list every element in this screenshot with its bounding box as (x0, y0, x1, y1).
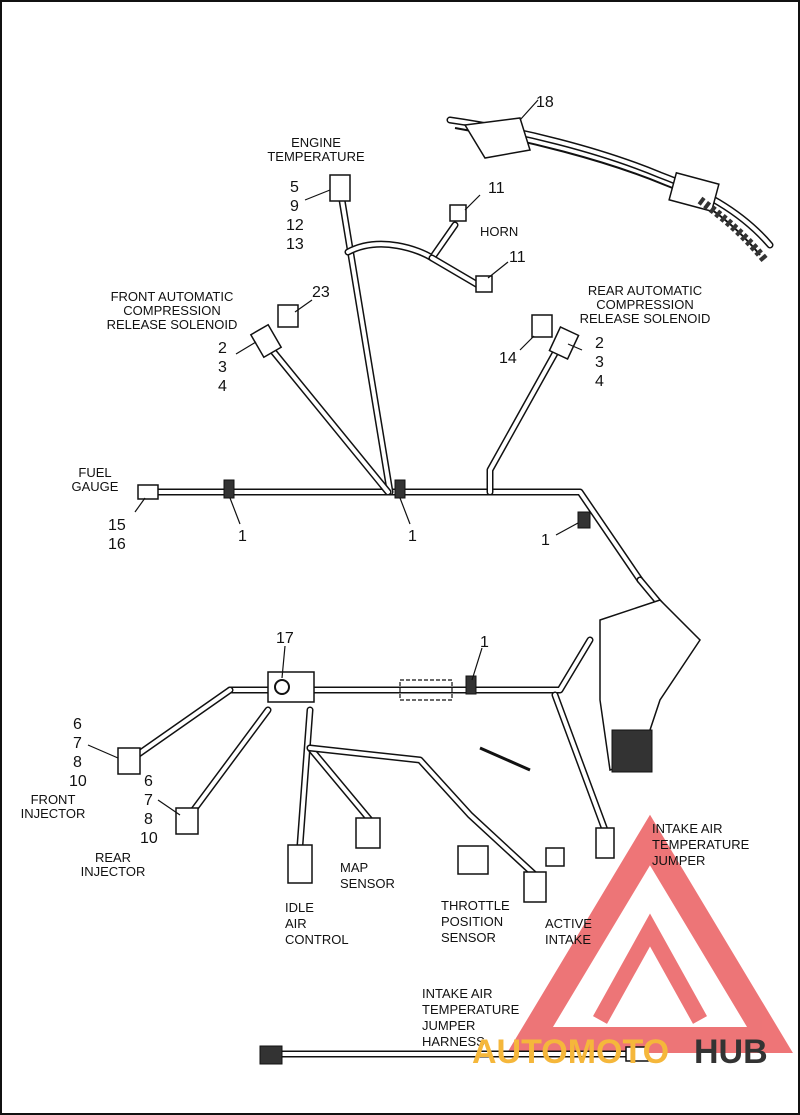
callout-17: 17 (276, 630, 294, 647)
callout-11-lower: 11 (509, 249, 526, 266)
label-line: IDLE (285, 900, 314, 915)
callout-number: 15 (108, 517, 126, 534)
intake-jumper-harness-label: INTAKE AIR TEMPERATURE JUMPER HARNESS (422, 986, 520, 1049)
callout-number: 16 (108, 536, 126, 553)
callout-number: 3 (595, 354, 604, 371)
fuel-gauge-label: FUEL GAUGE (72, 465, 119, 494)
callout-number: 5 (290, 179, 299, 196)
label-line: AIR (285, 916, 307, 931)
callout-clip-1b: 1 (408, 528, 417, 545)
callout-number: 2 (218, 340, 227, 357)
callout-number: 13 (286, 236, 304, 253)
label-line: TEMPERATURE (652, 837, 750, 852)
map-sensor-label: MAP SENSOR (340, 860, 395, 891)
leader-lines (87, 99, 583, 816)
label-line: FRONT (31, 792, 76, 807)
label-line: REAR (95, 850, 131, 865)
callout-number: 8 (144, 811, 153, 828)
label-line: FUEL (78, 465, 111, 480)
callout-number: 6 (73, 716, 82, 733)
callout-number: 12 (286, 217, 304, 234)
label-line: SENSOR (340, 876, 395, 891)
label-line: POSITION (441, 914, 503, 929)
callout-number: 7 (144, 792, 153, 809)
callout-clip-1d: 1 (480, 634, 489, 651)
label-line: SENSOR (441, 930, 496, 945)
label-line: RELEASE SOLENOID (107, 317, 238, 332)
horn-label: HORN (480, 224, 518, 239)
intake-jumper-label: INTAKE AIR TEMPERATURE JUMPER (652, 821, 750, 868)
rear-acr-label: REAR AUTOMATIC COMPRESSION RELEASE SOLEN… (580, 283, 711, 326)
rear-acr-callouts: 2 3 4 (595, 335, 604, 390)
callout-number: 10 (140, 830, 158, 847)
label-line: TEMPERATURE (422, 1002, 520, 1017)
callout-number: 9 (290, 198, 299, 215)
callout-number: 10 (69, 773, 87, 790)
front-injector-callouts: 6 7 8 10 (69, 716, 87, 790)
lower-harness (117, 636, 649, 1065)
label-line: GAUGE (72, 479, 119, 494)
label-line: INJECTOR (81, 864, 146, 879)
callout-number: 4 (595, 373, 604, 390)
label-line: JUMPER (652, 853, 705, 868)
watermark-text: AUTOMOTO HUB (472, 1033, 768, 1071)
label-line: INTAKE AIR (422, 986, 493, 1001)
callout-clip-1c: 1 (541, 532, 550, 549)
label-line: RELEASE SOLENOID (580, 311, 711, 326)
watermark-text-a: AUTOMOTO (472, 1033, 669, 1071)
label-line: CONTROL (285, 932, 349, 947)
rear-injector-callouts: 6 7 8 10 (140, 773, 158, 847)
callout-number: 2 (595, 335, 604, 352)
label-line: INTAKE (545, 932, 591, 947)
callout-14: 14 (499, 350, 517, 367)
label-line: ACTIVE (545, 916, 592, 931)
label-line: HARNESS (422, 1034, 485, 1049)
front-acr-callouts: 2 3 4 (218, 340, 227, 395)
watermark-logo (507, 814, 793, 1053)
callout-18: 18 (536, 94, 554, 111)
callout-number: 4 (218, 378, 227, 395)
active-intake-label: ACTIVE INTAKE (545, 916, 592, 947)
front-injector-label: FRONT INJECTOR (21, 792, 86, 821)
callout-11-upper: 11 (488, 180, 505, 197)
label-line: COMPRESSION (123, 303, 221, 318)
label-line: MAP (340, 860, 368, 875)
front-acr-label: FRONT AUTOMATIC COMPRESSION RELEASE SOLE… (107, 289, 238, 332)
part-18-harness-section (446, 116, 774, 263)
throttle-position-label: THROTTLE POSITION SENSOR (441, 898, 510, 945)
upper-connectors (137, 174, 701, 773)
label-line: COMPRESSION (596, 297, 694, 312)
idle-air-control-label: IDLE AIR CONTROL (285, 900, 349, 947)
label-line: TEMPERATURE (267, 149, 365, 164)
label-line: INJECTOR (21, 806, 86, 821)
watermark-text-b: HUB (694, 1033, 768, 1071)
callout-number: 7 (73, 735, 82, 752)
callout-23: 23 (312, 284, 330, 301)
label-line: THROTTLE (441, 898, 510, 913)
label-line: INTAKE AIR (652, 821, 723, 836)
upper-harness (151, 196, 694, 644)
callout-clip-1a: 1 (238, 528, 247, 545)
callout-number: 6 (144, 773, 153, 790)
label-line: FRONT AUTOMATIC (111, 289, 234, 304)
label-line: ENGINE (291, 135, 341, 150)
callout-number: 3 (218, 359, 227, 376)
rear-injector-label: REAR INJECTOR (81, 850, 146, 879)
label-line: REAR AUTOMATIC (588, 283, 702, 298)
fuel-gauge-callouts: 15 16 (108, 517, 126, 553)
callout-number: 8 (73, 754, 82, 771)
engine-temperature-callouts: 5 9 12 13 (286, 179, 304, 253)
engine-temperature-label: ENGINE TEMPERATURE (267, 135, 365, 164)
label-line: JUMPER (422, 1018, 475, 1033)
